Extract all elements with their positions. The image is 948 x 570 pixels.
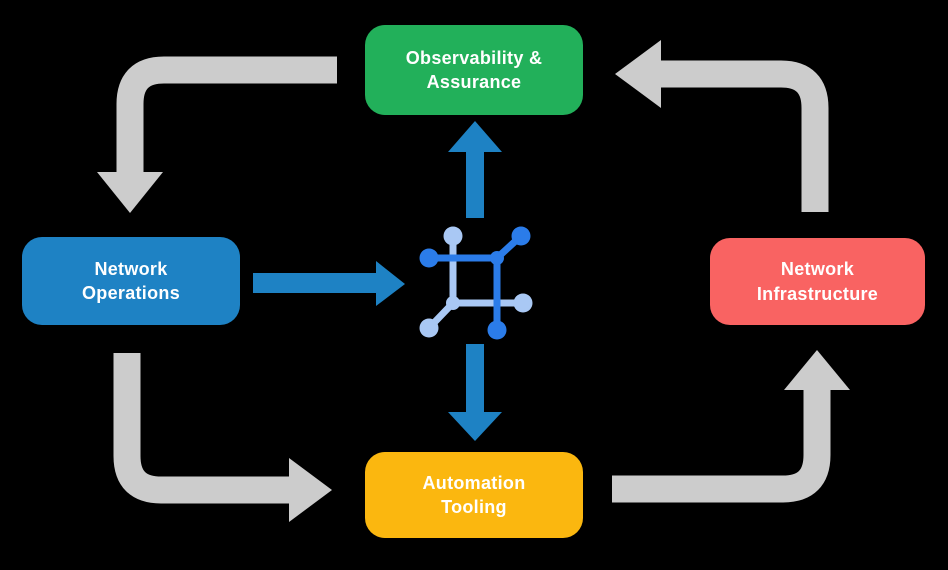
gray-arrow-observability-to-operations [97,56,337,213]
icon-node-bottom [487,320,507,340]
node-network-operations: Network Operations [22,237,240,325]
blue-arrow-icon-to-automation [448,344,502,441]
arrow-head-right [376,261,405,306]
gray-arrow-infrastructure-to-observability [615,40,829,212]
icon-node-upper-right [511,226,531,246]
node-label: Observability & Assurance [405,47,543,92]
arrow-head-up [448,121,502,152]
node-automation-tooling: Automation Tooling [365,452,583,538]
arrow-head-left [615,40,661,108]
arrow-head-right [289,458,332,522]
node-network-infrastructure: Network Infrastructure [710,238,925,325]
icon-junction-bottom-left [446,296,460,310]
blue-arrow-icon-to-observability [448,121,502,218]
icon-node-left [419,248,439,268]
node-label: Network Operations [81,258,181,303]
arrow-head-up [784,350,850,390]
icon-node-right [513,293,533,313]
arrow-head-down [97,172,163,213]
node-label: Automation Tooling [422,472,526,517]
node-label: Network Infrastructure [756,259,879,304]
gray-arrow-operations-to-automation [113,353,332,522]
arrow-shaft [116,56,337,174]
gray-arrow-automation-to-infrastructure [612,350,850,503]
arrow-shaft [660,60,829,212]
icon-node-top [443,226,463,246]
arrow-head-down [448,412,502,441]
icon-junction-top-right [490,251,504,265]
icon-node-lower-left [419,318,439,338]
arrow-shaft [612,390,831,503]
arrow-shaft [113,353,291,504]
network-nodes-icon [419,226,533,340]
blue-arrow-operations-to-icon [253,261,405,306]
node-observability-assurance: Observability & Assurance [365,25,583,115]
